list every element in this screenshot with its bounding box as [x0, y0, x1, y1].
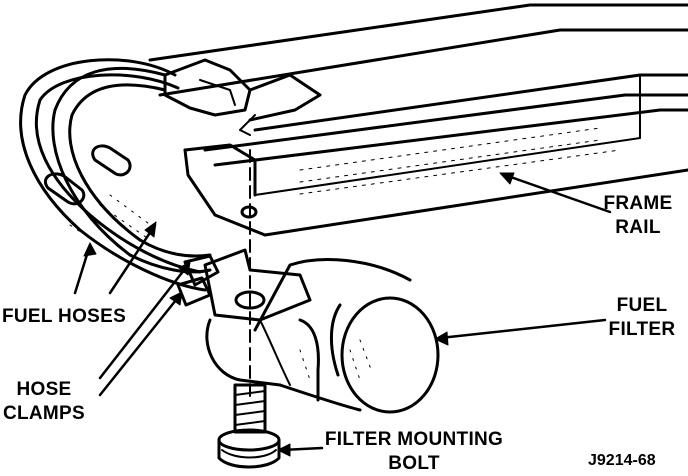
- hose-clamps-label: HOSE CLAMPS: [0, 378, 88, 426]
- hose-clamp-leader-lower: [98, 293, 182, 397]
- filter-mounting-bolt-label: FILTER MOUNTING BOLT: [308, 428, 520, 476]
- frame-rail-label-line-2: RAIL: [615, 217, 661, 238]
- filter-mounting-bolt-label-line-1: FILTER MOUNTING: [324, 429, 504, 450]
- fuel-hoses-leader-right: [108, 223, 157, 295]
- figure-id: J9214-68: [588, 452, 656, 469]
- leader-lines: [73, 173, 612, 452]
- fuel-filter-label-line-2: FILTER: [608, 319, 676, 340]
- hose-clamp-leader-upper: [98, 263, 190, 380]
- mounting-bolt-drawing: [217, 383, 281, 469]
- fuel-filter-label-line-1: FUEL: [616, 295, 668, 316]
- frame-rail-label: FRAME RAIL: [598, 192, 678, 240]
- fuel-hoses-drawing: [19, 58, 212, 292]
- hose-clamps-label-line-1: HOSE: [16, 379, 72, 400]
- frame-rail-label-line-1: FRAME: [603, 193, 673, 214]
- fuel-filter-drawing: [203, 248, 440, 414]
- fuel-hoses-label: FUEL HOSES: [2, 305, 167, 329]
- frame-rail-leader: [503, 173, 612, 214]
- hose-clamps-label-line-2: CLAMPS: [2, 403, 86, 424]
- fuel-filter-label: FUEL FILTER: [600, 294, 684, 342]
- frame-rail-drawing: [148, 3, 688, 237]
- fuel-hoses-label-text: FUEL HOSES: [2, 306, 127, 327]
- fuel-filter-leader: [438, 318, 607, 340]
- leader-arrowheads: [83, 172, 515, 457]
- filter-mounting-bolt-label-line-2: BOLT: [388, 453, 440, 474]
